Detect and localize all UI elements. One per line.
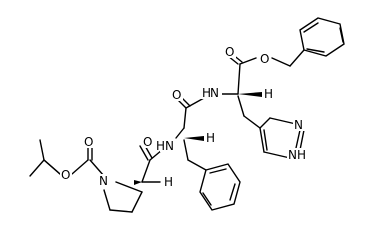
imidazole-nh-label: NH xyxy=(288,148,306,162)
imid-bond-2 xyxy=(263,151,291,159)
pro-co-bond xyxy=(141,159,151,183)
boc-o-c-bond xyxy=(71,159,89,175)
phe-cbeta-ring-bond xyxy=(187,159,207,171)
his-nh-h-label: H xyxy=(202,86,211,100)
pro-ring-bond-2 xyxy=(109,209,133,213)
phe-benzene-inner-3 xyxy=(202,192,212,206)
bn-benzene-inner-2 xyxy=(339,27,344,43)
imid-bond-1 xyxy=(259,127,265,153)
boc-n-bond xyxy=(89,159,105,177)
phe-calpha-co-bond xyxy=(183,107,187,129)
his-calpha-co-bond xyxy=(237,63,241,95)
his-calpha-cbeta-bond xyxy=(237,95,245,117)
phe-nh-h-label: H xyxy=(156,139,165,153)
boc-carbonyl-o-label: O xyxy=(84,135,93,149)
pro-ring-bond-4 xyxy=(115,181,143,193)
bn-benzene-inner-3 xyxy=(306,48,325,53)
pro-ring-bond-1 xyxy=(103,189,111,211)
bn-o-ch2-bond xyxy=(271,57,291,67)
imid-bond-3b xyxy=(295,129,301,149)
phe-alpha-h-label: H xyxy=(206,131,215,145)
pro-alpha-wedge xyxy=(134,180,142,185)
pro-amide-o-label: O xyxy=(143,135,152,149)
tbu-o-bond xyxy=(43,159,61,175)
his-cbeta-ring-bond xyxy=(243,115,261,129)
phe-benzene-inner-2 xyxy=(229,183,236,201)
phe-alpha-wedge xyxy=(184,136,204,141)
phe-calpha-cbeta-bond xyxy=(183,139,189,161)
tbu-methyl-bond-1 xyxy=(29,159,45,177)
phe-n-calpha-bond xyxy=(175,127,185,139)
bn-ch2-ring-bond xyxy=(289,49,305,67)
phe-benzene-inner-1 xyxy=(209,168,227,174)
phe-n-label: N xyxy=(165,139,174,153)
imid-bond-5 xyxy=(259,117,271,129)
phe-amide-o-label: O xyxy=(172,88,181,102)
bn-carbonyl-o-label: O xyxy=(225,45,234,59)
imid-bond-4 xyxy=(269,117,297,125)
bn-benzene-inner-1 xyxy=(303,22,319,33)
his-alpha-wedge xyxy=(238,92,262,97)
imid-bond-1b xyxy=(263,129,268,151)
his-alpha-h-label: H xyxy=(264,87,273,101)
bn-benzene-ring xyxy=(299,17,345,57)
phe-benzene-ring xyxy=(199,163,241,211)
pro-alpha-h-label: H xyxy=(164,175,173,189)
pro-ring-bond-3 xyxy=(131,191,143,213)
tbu-methyl-bond-3 xyxy=(39,139,45,161)
imidazole-n-label: N xyxy=(294,118,303,132)
bn-ester-o-label: O xyxy=(260,52,269,66)
his-n-label: N xyxy=(210,86,219,100)
boc-ester-o-label: O xyxy=(61,168,70,182)
imid-bond-3 xyxy=(299,129,305,151)
phe-co-n-bond xyxy=(185,97,205,109)
pro-n-label: N xyxy=(99,174,108,188)
pro-carbonyl-bond-a xyxy=(139,145,149,161)
his-co-o-bond xyxy=(239,57,257,65)
